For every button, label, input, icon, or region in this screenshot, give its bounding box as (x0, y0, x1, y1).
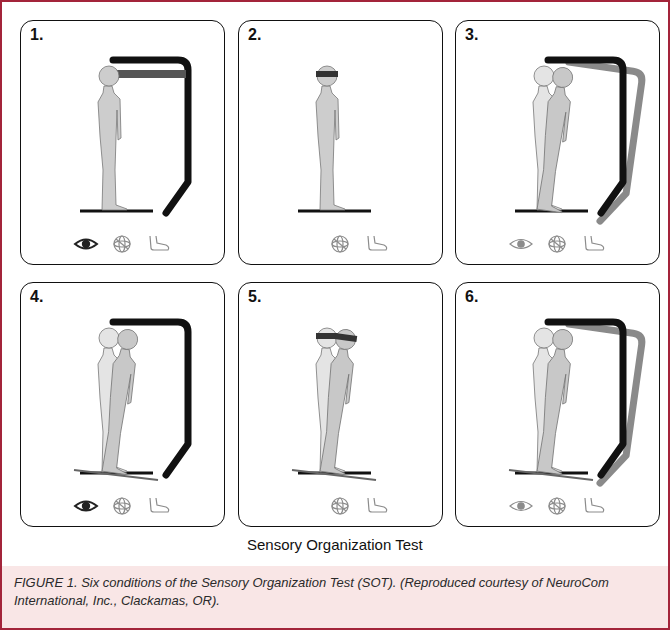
vestibular-icon (114, 498, 130, 514)
visual-surround (113, 60, 188, 213)
condition-illustration (74, 322, 188, 514)
vestibular-icon (549, 236, 565, 252)
condition-illustration (292, 328, 387, 514)
eye-icon (75, 240, 97, 249)
foot-icon (368, 236, 387, 250)
condition-panel: 1. (20, 20, 225, 265)
caption-box: FIGURE 1. Six conditions of the Sensory … (0, 566, 670, 630)
condition-illustration (510, 60, 643, 252)
vestibular-icon (549, 498, 565, 514)
vestibular-icon (114, 236, 130, 252)
panel-number: 4. (30, 288, 43, 306)
panel-number: 1. (30, 26, 43, 44)
eye-icon (510, 240, 532, 249)
foot-icon (585, 498, 604, 512)
visual-surround (548, 62, 644, 224)
panel-number: 3. (465, 26, 478, 44)
figure-panel: Sensory Organization Test 1. 2. 3. 4. 5. 6. (0, 0, 670, 566)
subject-figure (533, 66, 582, 213)
foot-icon (585, 236, 604, 250)
condition-illustration (75, 60, 188, 252)
blindfold (316, 333, 338, 339)
gaze-beam (116, 70, 186, 78)
vestibular-icon (332, 236, 348, 252)
figure-caption: FIGURE 1. Six conditions of the Sensory … (14, 574, 654, 609)
panel-number: 2. (248, 26, 261, 44)
eye-icon (510, 502, 532, 511)
subject-figure (316, 328, 365, 475)
subject-figure (316, 66, 345, 210)
foot-icon (368, 498, 387, 512)
condition-illustration (298, 66, 387, 252)
condition-panel: 5. (238, 282, 443, 527)
condition-illustration (509, 322, 643, 514)
subject-figure (533, 328, 582, 475)
panel-number: 5. (248, 288, 261, 306)
figure-title: Sensory Organization Test (247, 536, 423, 553)
condition-panel: 3. (455, 20, 660, 265)
vestibular-icon (332, 498, 348, 514)
condition-panel: 2. (238, 20, 443, 265)
subject-figure (98, 328, 147, 475)
panel-number: 6. (465, 288, 478, 306)
blindfold (316, 71, 338, 77)
condition-panel: 6. (455, 282, 660, 527)
blindfold (335, 333, 358, 342)
subject-figure (98, 66, 127, 210)
visual-surround (548, 324, 644, 486)
condition-panel: 4. (20, 282, 225, 527)
eye-icon (75, 502, 97, 511)
foot-icon (150, 498, 169, 512)
foot-icon (150, 236, 169, 250)
